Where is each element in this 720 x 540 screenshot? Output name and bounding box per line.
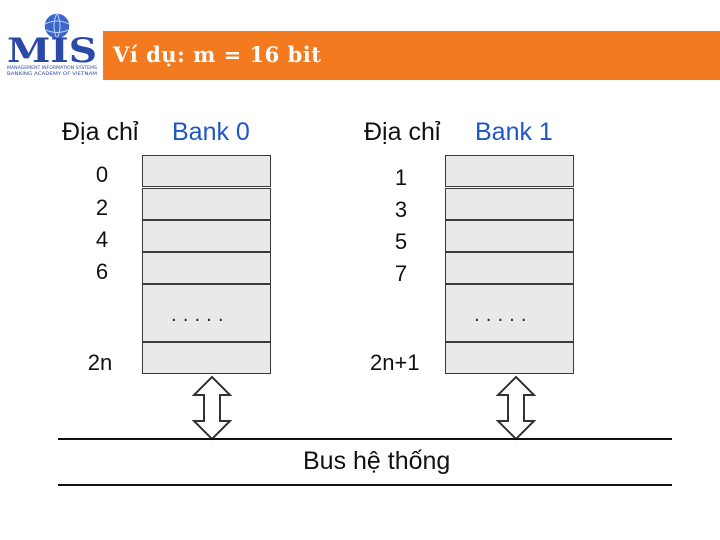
bus-line-bottom	[58, 484, 672, 486]
logo-graphic: MIS MANAGEMENT INFORMATION SYSTEMS BANKI…	[7, 12, 97, 76]
right-address-2: 5	[394, 229, 408, 254]
bank-0-cell	[142, 188, 271, 220]
bank-0-stack: .....	[142, 155, 271, 375]
bank-0-ellipsis: .....	[171, 305, 230, 326]
right-address-0: 1	[394, 165, 408, 190]
bank-1-cell	[445, 155, 574, 187]
bank-1-cell	[445, 188, 574, 220]
bank-0-ellipsis-cell: .....	[142, 284, 271, 342]
mis-logo: MIS MANAGEMENT INFORMATION SYSTEMS BANKI…	[5, 8, 100, 78]
bank-1-ellipsis-cell: .....	[445, 284, 574, 342]
logo-text: MIS	[7, 31, 97, 71]
bank-1-ellipsis: .....	[474, 305, 533, 326]
bank-1-stack: .....	[445, 155, 574, 375]
slide-title: Ví dụ: m = 16 bit	[113, 42, 322, 67]
bank-0-cell	[142, 220, 271, 252]
logo-tagline-1: MANAGEMENT INFORMATION SYSTEMS	[7, 65, 97, 70]
bank-0-cell-last	[142, 342, 271, 374]
left-address-3: 6	[95, 259, 109, 284]
left-address-label: Địa chỉ	[62, 118, 139, 146]
right-address-3: 7	[394, 261, 408, 286]
bank-0-bus-arrow-icon	[191, 375, 233, 441]
right-address-1: 3	[394, 197, 408, 222]
right-address-label: Địa chỉ	[364, 118, 441, 146]
bank-1-bus-arrow-icon	[495, 375, 537, 441]
bank-1-cell	[445, 220, 574, 252]
left-address-0: 0	[95, 162, 109, 187]
bank-1-cell	[445, 252, 574, 284]
bank-0-label: Bank 0	[172, 118, 250, 146]
bus-line-top	[58, 438, 672, 440]
bus-label: Bus hệ thống	[303, 447, 451, 475]
bank-0-cell	[142, 252, 271, 284]
bank-0-cell	[142, 155, 271, 187]
bank-1-cell-last	[445, 342, 574, 374]
left-address-2: 4	[95, 227, 109, 252]
logo-tagline-2: BANKING ACADEMY OF VIETNAM	[7, 71, 97, 76]
right-address-last: 2n+1	[370, 350, 420, 375]
bank-1-label: Bank 1	[475, 118, 553, 146]
left-address-1: 2	[95, 195, 109, 220]
left-address-last: 2n	[87, 350, 113, 375]
title-bar: Ví dụ: m = 16 bit	[103, 31, 720, 80]
